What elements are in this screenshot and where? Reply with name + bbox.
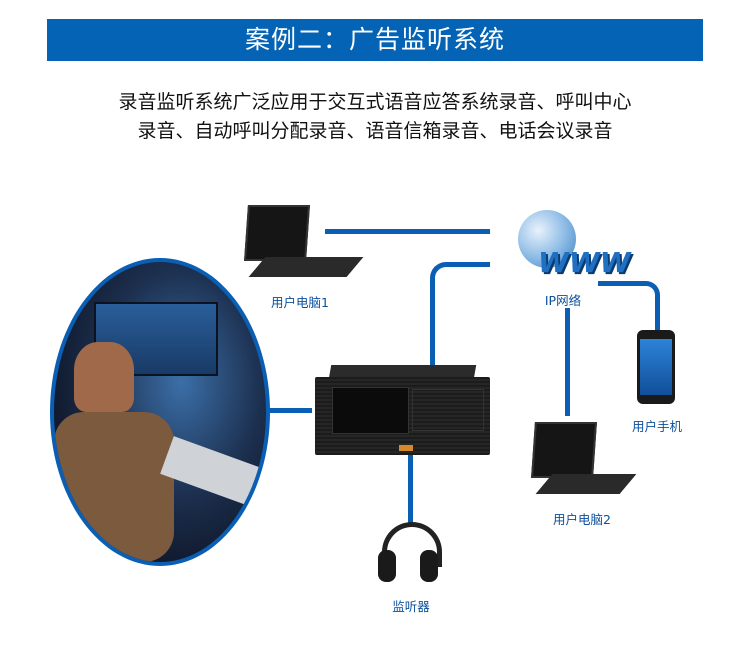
title-banner: 案例二：广告监听系统 bbox=[47, 19, 703, 61]
description-line-2: 录音、自动呼叫分配录音、语音信箱录音、电话会议录音 bbox=[137, 120, 613, 142]
network-label: IP网络 bbox=[544, 293, 582, 308]
link-operator-server bbox=[266, 408, 312, 413]
monitor-label: 监听器 bbox=[392, 599, 430, 614]
operator-photo bbox=[50, 258, 270, 566]
link-network-phone bbox=[598, 281, 660, 331]
laptop-2-label: 用户电脑2 bbox=[553, 512, 611, 527]
link-server-headphones bbox=[408, 455, 413, 523]
phone-label: 用户手机 bbox=[631, 419, 682, 434]
description-line-1: 录音监听系统广泛应用于交互式语音应答系统录音、呼叫中心 bbox=[118, 91, 632, 113]
laptop-2-icon bbox=[530, 422, 637, 497]
link-network-laptop2 bbox=[565, 308, 570, 416]
www-text: www bbox=[538, 246, 631, 279]
link-server-network bbox=[430, 262, 490, 367]
headphones-icon bbox=[376, 520, 442, 590]
link-laptop1-network bbox=[325, 229, 490, 234]
description: 录音监听系统广泛应用于交互式语音应答系统录音、呼叫中心 录音、自动呼叫分配录音、… bbox=[40, 88, 710, 146]
globe-icon bbox=[518, 210, 576, 268]
phone-icon bbox=[637, 330, 675, 404]
server-icon bbox=[310, 365, 495, 455]
laptop-1-icon bbox=[243, 205, 364, 280]
laptop-1-label: 用户电脑1 bbox=[271, 295, 329, 310]
